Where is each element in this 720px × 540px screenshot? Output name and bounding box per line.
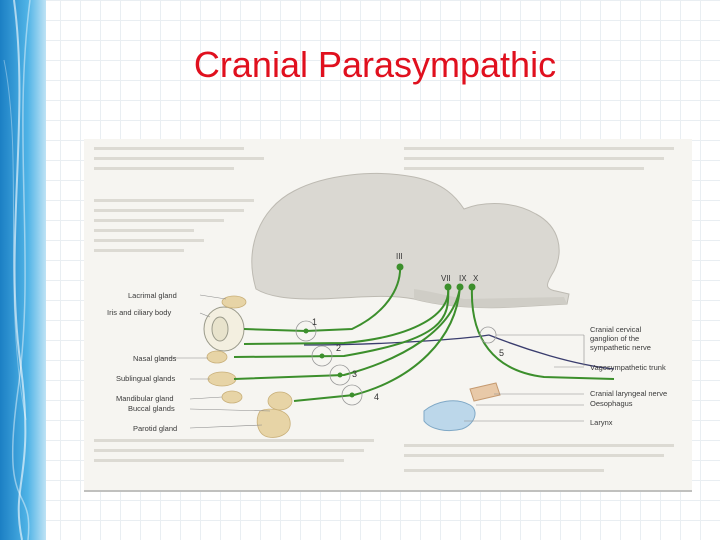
label-sublingual-glands: Sublingual glands — [116, 374, 175, 383]
label-oesophagus: Oesophagus — [590, 399, 633, 408]
eye-illustration — [204, 307, 244, 351]
nerve-label-vii: VII — [441, 274, 451, 283]
label-vagosympathetic-trunk: Vagosympathetic trunk — [590, 363, 666, 372]
label-iris-ciliary-body: Iris and ciliary body — [107, 308, 171, 317]
nerve-label-ix: IX — [459, 274, 467, 283]
label-buccal-glands: Buccal glands — [128, 404, 175, 413]
label-mandibular-gland: Mandibular gland — [116, 394, 174, 403]
ganglion-number-2: 2 — [336, 343, 341, 353]
nerve-label-x: X — [473, 274, 479, 283]
label-cranial-laryngeal-nerve: Cranial laryngeal nerve — [590, 389, 667, 398]
label-sympathetic-nerve: sympathetic nerve — [590, 343, 651, 352]
label-nasal-glands: Nasal glands — [133, 354, 177, 363]
anatomy-figure: III VII IX X 1 2 3 4 5 Lacrimal gland Ir… — [84, 139, 692, 492]
label-larynx: Larynx — [590, 418, 613, 427]
label-ganglion-of-the: ganglion of the — [590, 334, 639, 343]
nerve-label-iii: III — [396, 252, 403, 261]
ganglion-number-3: 3 — [352, 369, 357, 379]
label-parotid-gland: Parotid gland — [133, 424, 177, 433]
ganglion-number-5: 5 — [499, 348, 504, 358]
ganglion-number-4: 4 — [374, 392, 379, 402]
label-cranial-cervical: Cranial cervical — [590, 325, 642, 334]
parasympathetic-diagram: III VII IX X 1 2 3 4 5 Lacrimal gland Ir… — [84, 139, 692, 492]
label-lacrimal-gland: Lacrimal gland — [128, 291, 177, 300]
ganglion-number-1: 1 — [312, 317, 317, 327]
slide-title: Cranial Parasympathic — [0, 44, 720, 86]
